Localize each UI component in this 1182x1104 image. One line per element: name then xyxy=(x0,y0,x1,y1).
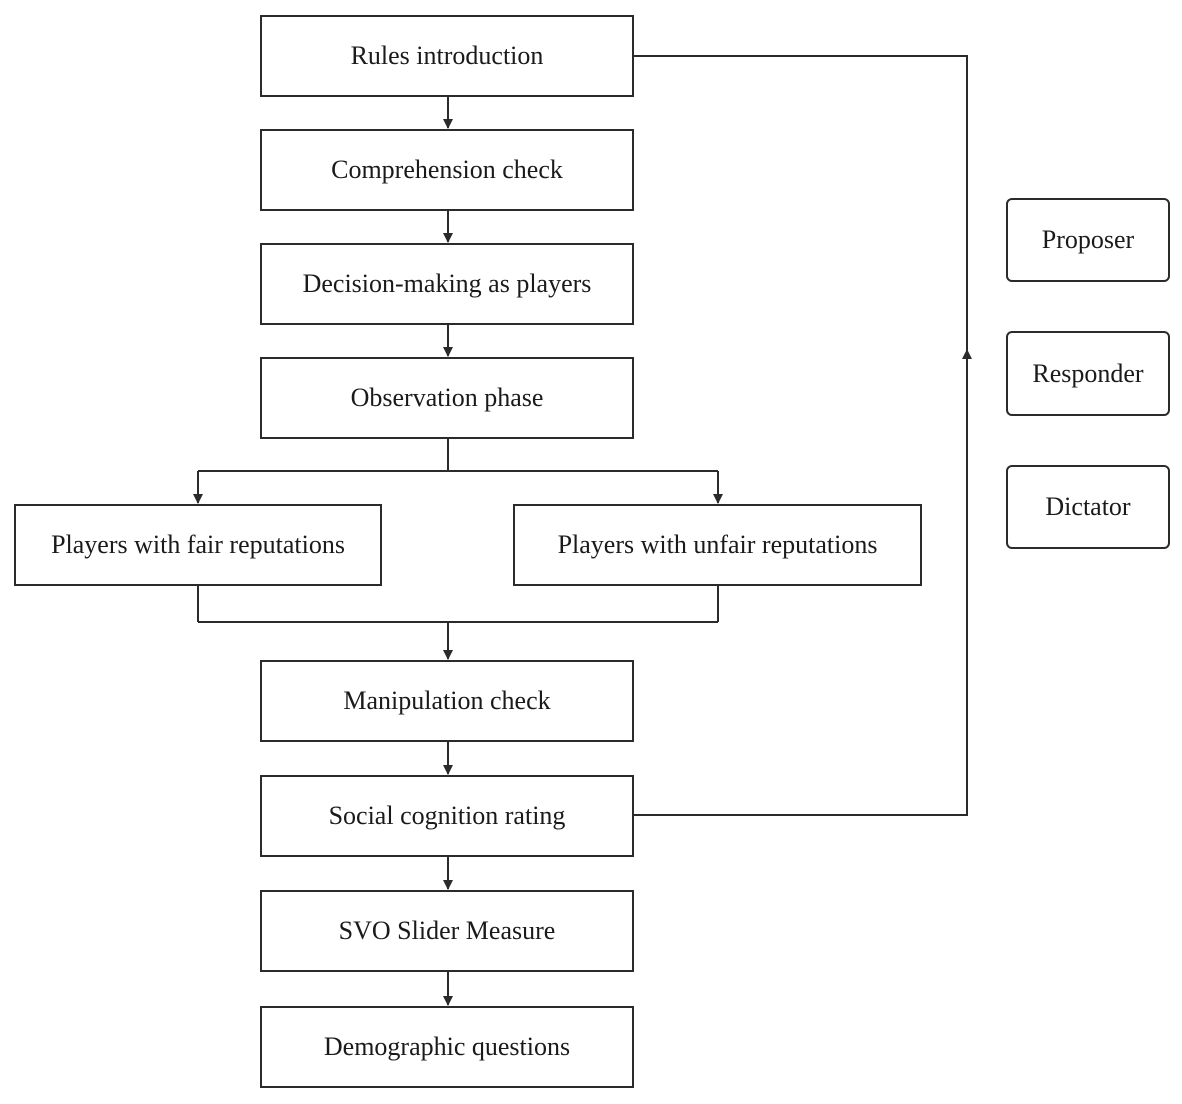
step-comprehension-check: Comprehension check xyxy=(260,129,634,211)
step-fair-reputations: Players with fair reputations xyxy=(14,504,382,586)
role-dictator: Dictator xyxy=(1006,465,1170,549)
step-svo-slider-measure: SVO Slider Measure xyxy=(260,890,634,972)
step-unfair-reputations: Players with unfair reputations xyxy=(513,504,922,586)
connector-rules-to-roles-upper xyxy=(634,55,968,352)
step-rules-introduction: Rules introduction xyxy=(260,15,634,97)
role-responder: Responder xyxy=(1006,331,1170,416)
step-decision-making: Decision-making as players xyxy=(260,243,634,325)
step-manipulation-check: Manipulation check xyxy=(260,660,634,742)
step-social-cognition-rating: Social cognition rating xyxy=(260,775,634,857)
role-proposer: Proposer xyxy=(1006,198,1170,282)
step-demographic-questions: Demographic questions xyxy=(260,1006,634,1088)
connector-social-to-roles-lower xyxy=(634,349,972,816)
step-observation-phase: Observation phase xyxy=(260,357,634,439)
